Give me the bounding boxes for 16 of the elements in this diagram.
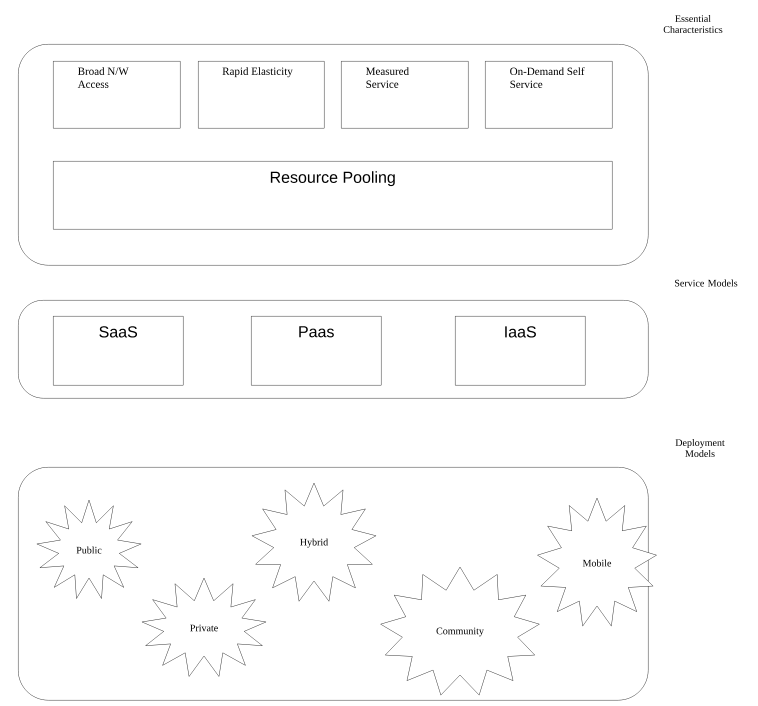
starburst: Public	[36, 500, 142, 599]
starburst: Private	[142, 578, 266, 677]
text-box: Paas	[251, 316, 382, 386]
starburst: Mobile	[537, 498, 657, 626]
text-box: Measured Service	[341, 61, 468, 128]
text-box: On-Demand Self Service	[485, 61, 612, 128]
text-box: Rapid Elasticity	[198, 61, 324, 128]
text-box: IaaS	[455, 316, 586, 386]
section-heading: Deployment Models	[676, 438, 725, 457]
starburst: Hybrid	[252, 482, 376, 602]
section-heading: Essential Characteristics	[664, 14, 722, 33]
text-box: SaaS	[53, 316, 184, 386]
text-box: Resource Pooling	[53, 161, 612, 230]
starburst: Community	[380, 566, 540, 696]
section-heading: Service Models	[675, 279, 738, 286]
text-box: Broad N/W Access	[53, 61, 180, 128]
